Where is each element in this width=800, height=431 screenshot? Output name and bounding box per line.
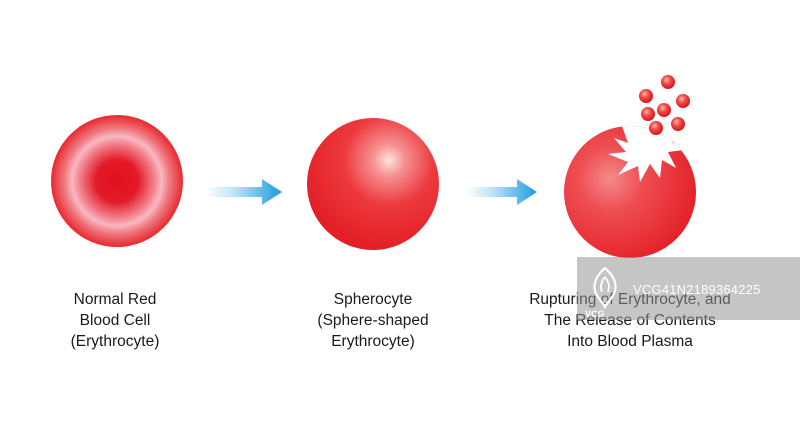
caption-line: (Erythrocyte) <box>70 333 160 350</box>
particle <box>639 89 653 103</box>
caption-line: Into Blood Plasma <box>567 333 693 350</box>
caption-spherocyte: Spherocyte (Sphere-shaped Erythrocyte) <box>278 289 468 352</box>
particle <box>661 75 675 89</box>
caption-line: (Sphere-shaped <box>317 312 429 329</box>
particle <box>671 117 685 131</box>
watermark-brand: VCG <box>585 309 605 319</box>
ruptured-cell <box>564 126 696 258</box>
released-particles <box>639 75 690 135</box>
spherocyte-cell <box>307 118 439 250</box>
caption-line: Spherocyte <box>333 291 413 308</box>
watermark: VCG VCG41N2189364225 <box>577 257 800 320</box>
particle <box>657 103 671 117</box>
particle <box>649 121 663 135</box>
arrow-right-icon <box>207 179 282 205</box>
normal-rbc-cell <box>51 115 183 247</box>
caption-line: Blood Cell <box>79 312 151 329</box>
watermark-logo-icon <box>593 266 617 310</box>
caption-line: Normal Red <box>73 291 157 308</box>
particle <box>676 94 690 108</box>
arrow-right-icon <box>467 179 537 205</box>
particle <box>641 107 655 121</box>
watermark-code: VCG41N2189364225 <box>633 282 761 297</box>
caption-normal-rbc: Normal Red Blood Cell (Erythrocyte) <box>20 289 210 352</box>
caption-line: Erythrocyte) <box>331 333 415 350</box>
